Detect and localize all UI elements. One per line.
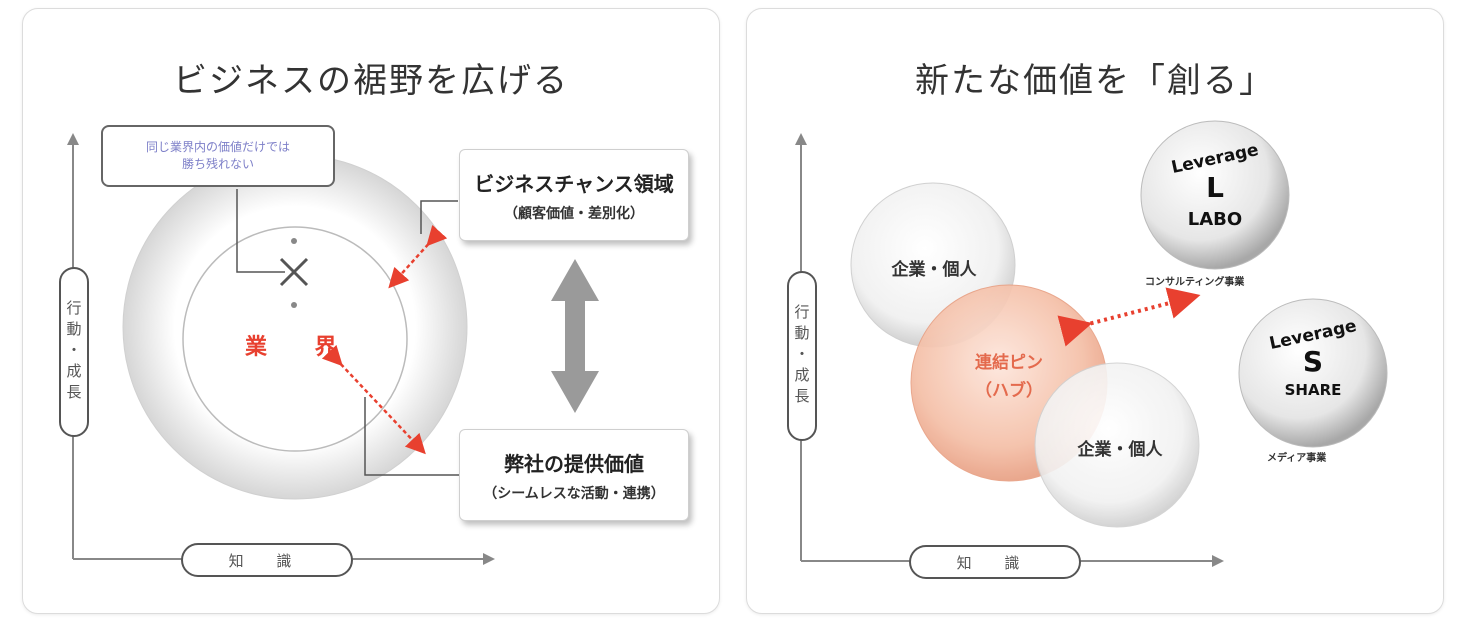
share-caption: メディア事業 (1267, 453, 1327, 464)
business-chance-box: ビジネスチャンス領域 （顧客価値・差別化） (459, 149, 689, 241)
red-arrow-lower (321, 344, 426, 455)
labo-caption: コンサルティング事業 (1145, 277, 1245, 288)
chance-connector (420, 200, 458, 234)
left-y-axis-label: 行動・成長 (59, 267, 89, 437)
hub-label: 連結ピン （ハブ） (949, 349, 1069, 405)
offer-connector (364, 397, 463, 476)
labo-badge-bottom: LABO (1187, 209, 1243, 230)
hub-link-arrow (1057, 287, 1201, 347)
industry-note: 同じ業界内の価値だけでは 勝ち残れない (101, 125, 335, 187)
bubble-bottom-label: 企業・個人 (1077, 440, 1163, 460)
right-x-axis-label: 知 識 (909, 545, 1081, 579)
share-badge (1238, 298, 1388, 448)
offer-value-sub: （シームレスな活動・連携） (483, 486, 665, 502)
right-diagram (795, 120, 1388, 567)
note-connector (236, 189, 285, 273)
share-badge-bottom: SHARE (1284, 381, 1342, 399)
bubble-top-label: 企業・個人 (891, 260, 977, 280)
red-arrow-upper (388, 224, 448, 289)
cross-mark (279, 257, 309, 287)
left-x-axis-label: 知 識 (181, 543, 353, 577)
right-panel-title: 新たな価値を「創る」 (915, 61, 1275, 101)
left-panel: ビジネスの裾野を広げる (22, 8, 720, 614)
right-y-axis-label: 行動・成長 (787, 271, 817, 441)
right-panel: 新たな価値を「創る」 (746, 8, 1444, 614)
labo-badge (1140, 120, 1290, 270)
left-diagram (67, 133, 599, 565)
business-chance-sub: （顧客価値・差別化） (504, 206, 644, 222)
share-badge-mark: S (1302, 345, 1324, 378)
labo-badge-mark: L (1206, 171, 1224, 204)
offer-value-title: 弊社の提供価値 (504, 452, 644, 476)
gray-double-arrow (551, 259, 599, 413)
left-panel-title: ビジネスの裾野を広げる (173, 61, 569, 101)
note-line-2: 勝ち残れない (181, 157, 254, 171)
bubble-bottom (1034, 362, 1200, 528)
hub-label-line-2: （ハブ） (975, 381, 1043, 401)
business-chance-title: ビジネスチャンス領域 (474, 172, 674, 196)
industry-label: 業 界 (245, 335, 357, 360)
note-line-1: 同じ業界内の価値だけでは (145, 140, 290, 154)
hub-label-line-1: 連結ピン (975, 353, 1043, 373)
offer-value-box: 弊社の提供価値 （シームレスな活動・連携） (459, 429, 689, 521)
